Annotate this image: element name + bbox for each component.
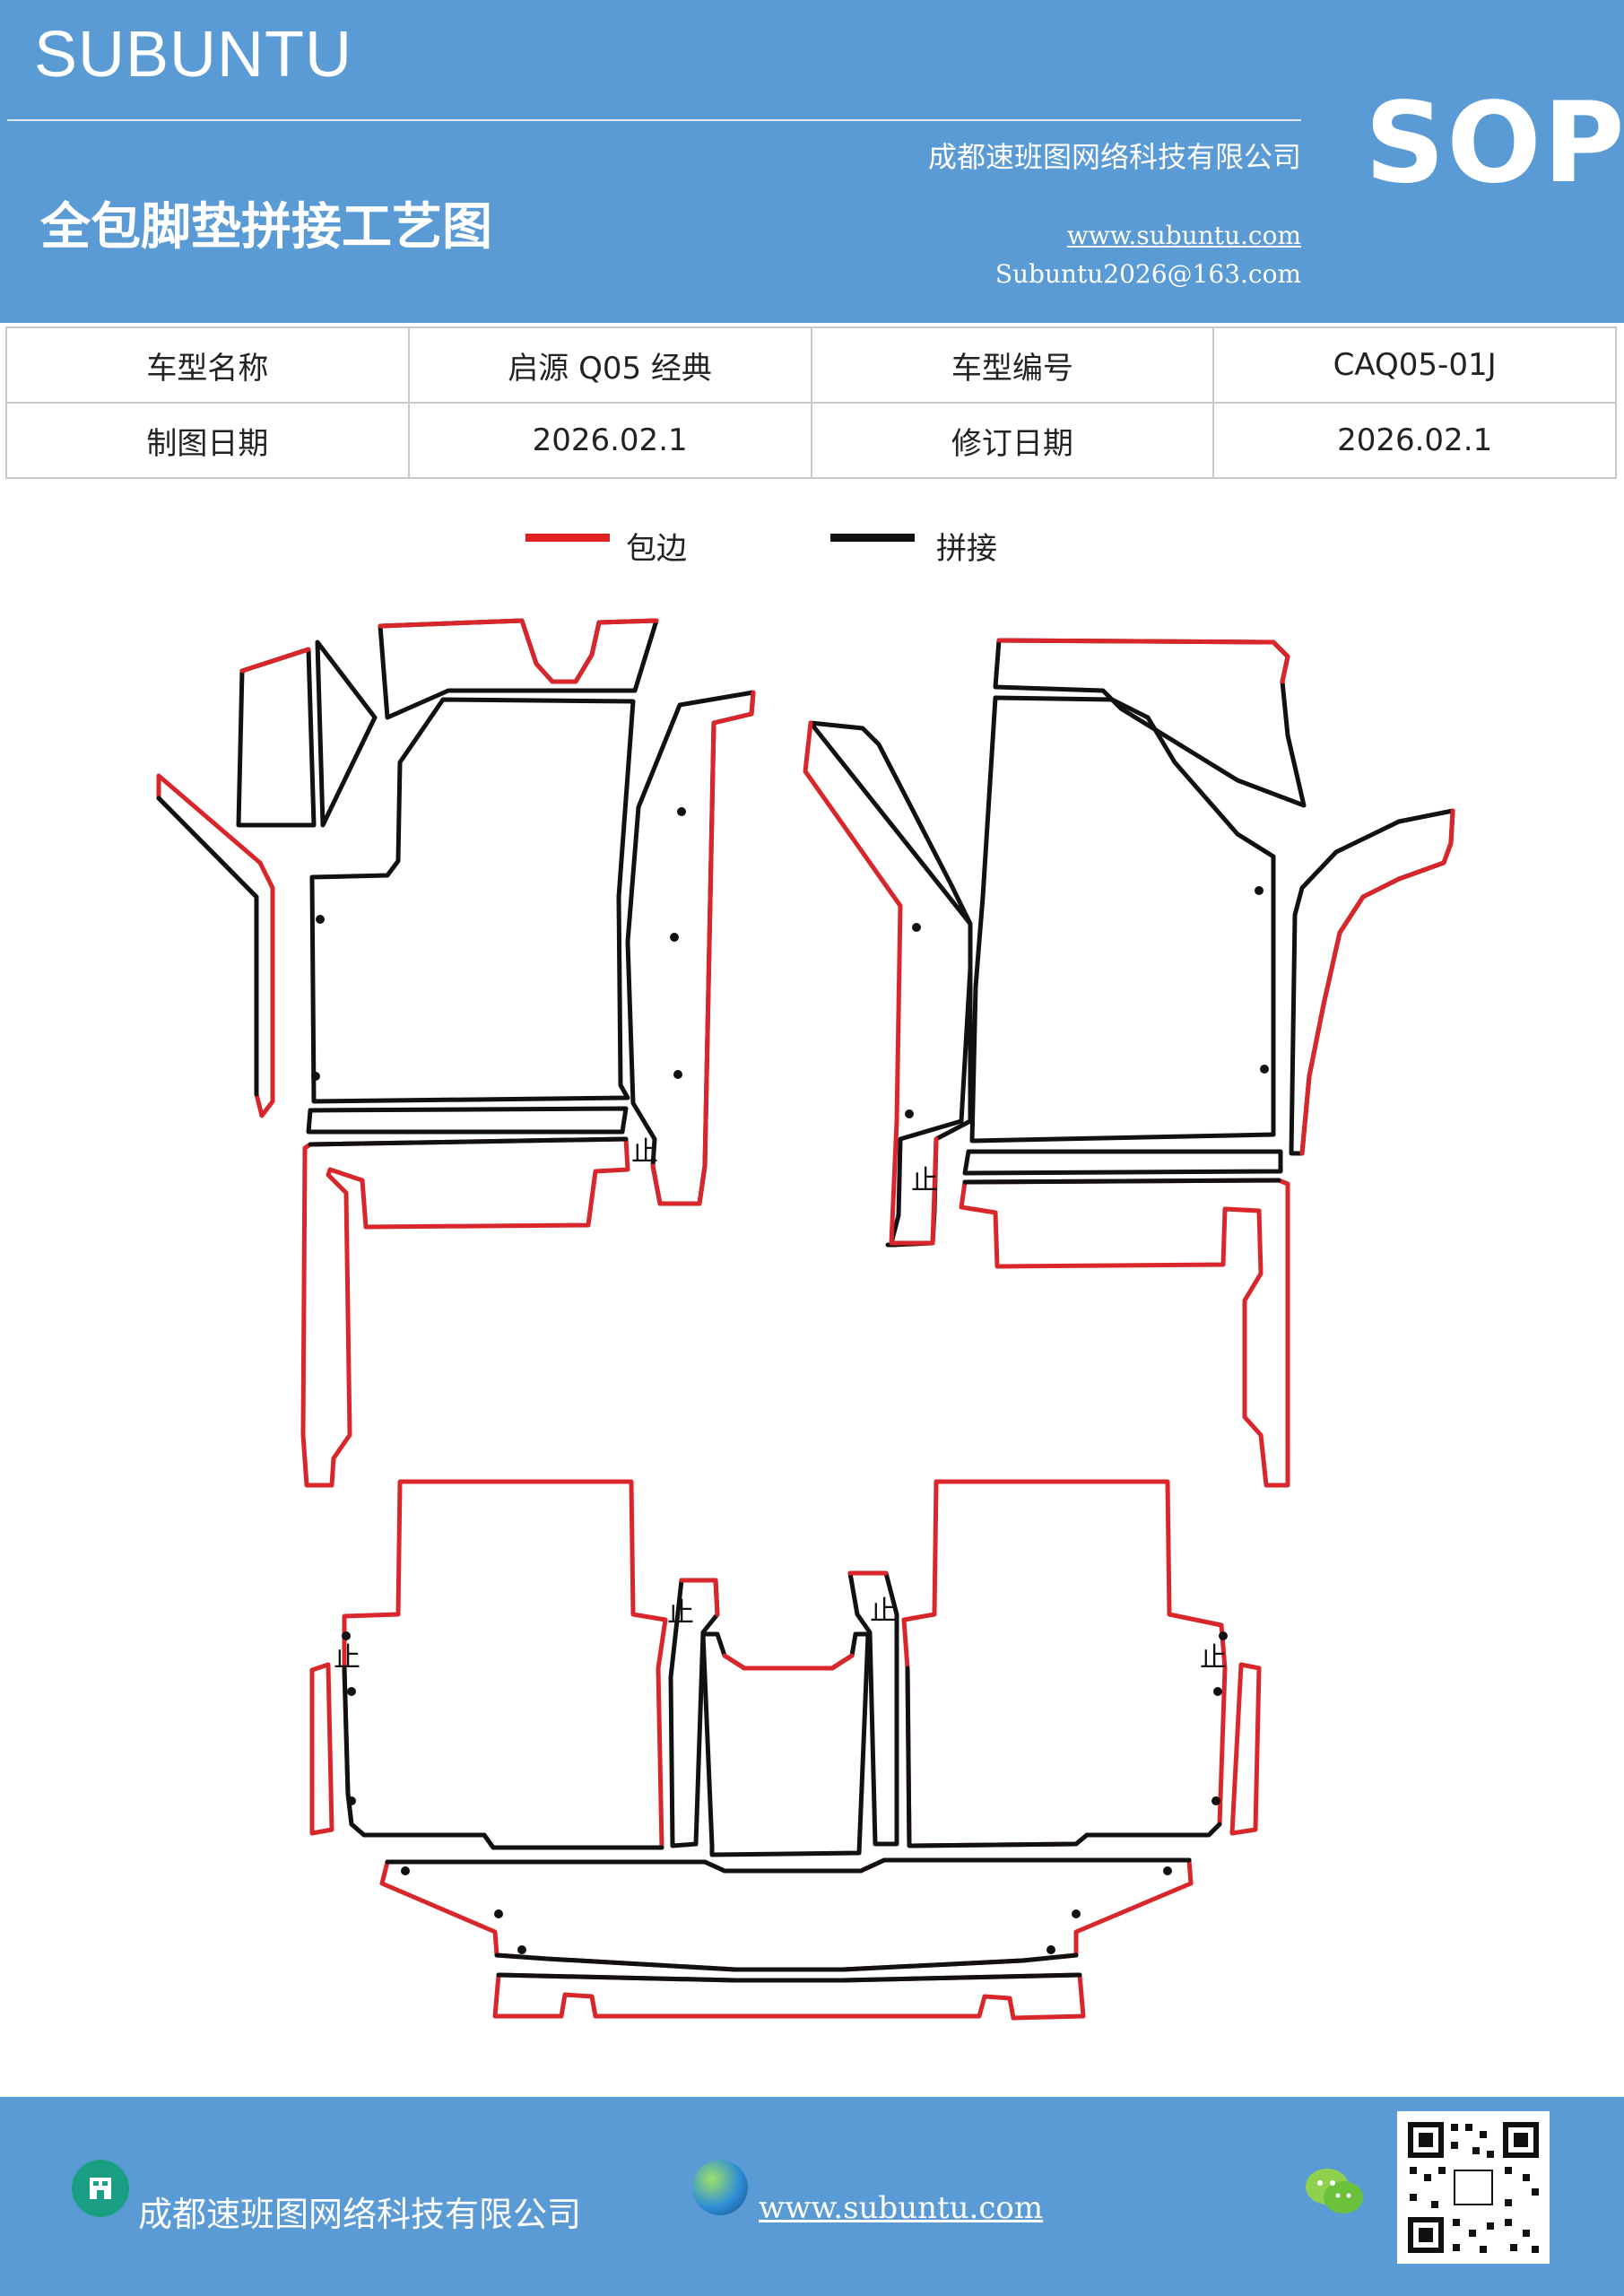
mat-piece-driver-main — [309, 697, 636, 1104]
mat-piece-passenger-door-strip — [808, 720, 973, 1248]
footer-company: 成都速班图网络科技有限公司 — [138, 2195, 582, 2234]
stop-mark: 止 — [334, 1642, 360, 1674]
stop-mark: 止 — [631, 1136, 658, 1168]
brand-name: SUBUNTU — [34, 19, 353, 91]
legend: 包边 拼接 — [0, 529, 1624, 569]
mat-piece-rear-right-outer — [1229, 1662, 1262, 1836]
value-revision-date: 2026.02.1 — [1212, 402, 1617, 479]
mat-piece-passenger-side-strip — [1289, 808, 1455, 1156]
globe-icon — [692, 2160, 748, 2215]
mat-piece-passenger-bar — [962, 1149, 1283, 1176]
label-model-code: 车型编号 — [810, 326, 1215, 404]
value-model-code: CAQ05-01J — [1212, 326, 1617, 404]
mat-piece-rear-right-inner-strip — [847, 1570, 899, 1847]
mat-piece-passenger-door-edge — [803, 720, 939, 1246]
sop-badge: SOP — [1365, 79, 1624, 208]
header-company: 成都速班图网络科技有限公司 — [927, 140, 1301, 174]
table-row: 车型名称 启源 Q05 经典 车型编号 CAQ05-01J — [5, 326, 1617, 404]
footer-banner: 成都速班图网络科技有限公司 www.subuntu.com — [0, 2097, 1624, 2296]
mat-piece-rear-back-strip — [379, 1857, 1194, 1972]
footer-website-link[interactable]: www.subuntu.com — [759, 2190, 1044, 2226]
legend-edge-swatch — [525, 534, 610, 542]
mat-piece-left-wedge — [236, 647, 317, 828]
value-draw-date: 2026.02.1 — [407, 402, 812, 479]
mat-piece-rear-center-tunnel — [700, 1631, 871, 1857]
mat-piece-driver-door-strip — [625, 690, 756, 1206]
vehicle-info-table: 车型名称 启源 Q05 经典 车型编号 CAQ05-01J 制图日期 2026.… — [5, 326, 1617, 479]
stop-mark: 止 — [667, 1597, 694, 1629]
label-model-name: 车型名称 — [5, 326, 410, 404]
mat-piece-driver-bar — [306, 1106, 629, 1135]
stop-mark: 止 — [911, 1165, 938, 1196]
mat-piece-left-triangle — [315, 639, 378, 828]
mat-piece-driver-lower-sill — [300, 1136, 630, 1488]
document-title: 全包脚垫拼接工艺图 — [40, 198, 492, 257]
header-website-link[interactable]: www.subuntu.com — [1066, 221, 1301, 250]
value-model-name: 启源 Q05 经典 — [407, 326, 812, 404]
header-banner: SUBUNTU 成都速班图网络科技有限公司 全包脚垫拼接工艺图 www.subu… — [0, 0, 1624, 323]
header-divider — [7, 119, 1301, 121]
table-row: 制图日期 2026.02.1 修订日期 2026.02.1 — [5, 402, 1617, 479]
stop-mark: 止 — [870, 1596, 897, 1627]
stop-mark: 止 — [1200, 1642, 1227, 1674]
legend-edge-label: 包边 — [626, 531, 687, 567]
legend-seam-label: 拼接 — [936, 531, 997, 567]
qr-code[interactable] — [1397, 2111, 1550, 2264]
building-icon — [72, 2160, 129, 2217]
mat-piece-passenger-lower-sill — [959, 1178, 1290, 1488]
mat-piece-passenger-main — [969, 695, 1276, 1144]
wechat-icon[interactable] — [1302, 2163, 1367, 2219]
mat-piece-rear-right-main — [901, 1479, 1228, 1848]
legend-seam-swatch — [830, 534, 915, 542]
label-revision-date: 修订日期 — [810, 402, 1215, 479]
mat-piece-rear-left-main — [342, 1479, 668, 1850]
label-draw-date: 制图日期 — [5, 402, 410, 479]
header-email: Subuntu2026@163.com — [994, 259, 1301, 289]
mat-piece-rear-left-outer — [309, 1662, 334, 1836]
